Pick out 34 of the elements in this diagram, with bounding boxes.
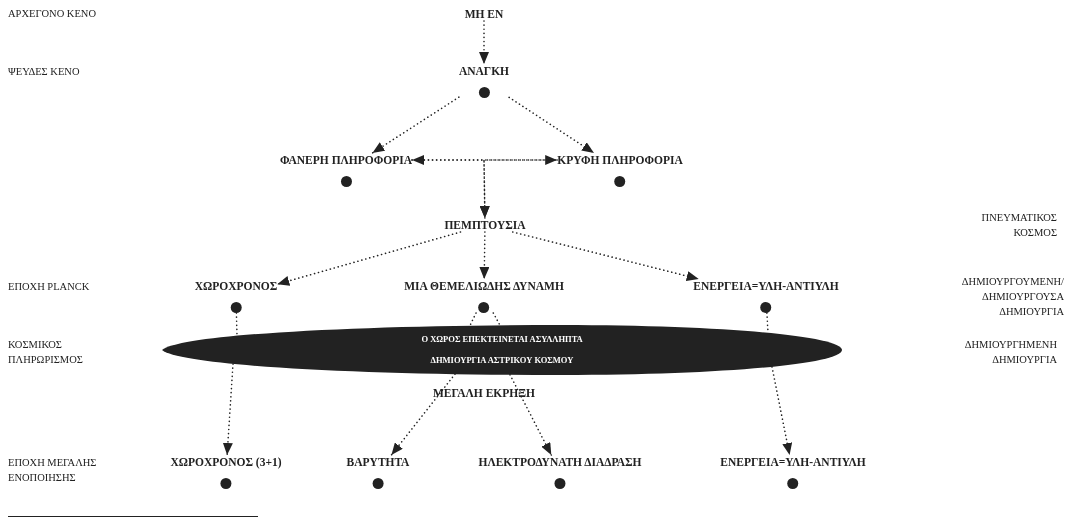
arrow xyxy=(276,231,462,286)
arrow xyxy=(479,20,489,65)
node-label: ΜΙΑ ΘΕΜΕΛΙΩΔΗΣ ΔΥΝΑΜΗ xyxy=(404,279,564,293)
level-label: ΕΠΟΧΗ PLANCK xyxy=(8,280,91,294)
arrow xyxy=(371,96,460,154)
ellipse-text: ΔΗΜΙΟΥΡΓΙΑ ΑΣΤΡΙΚΟΥ ΚΟΣΜΟΥ xyxy=(430,354,574,367)
level-label: ΚΟΣΜΙΚΟΣ ΠΛΗΡΩΡΙΣΜΟΣ xyxy=(8,338,84,367)
node-label: ΒΑΡΥΤΗΤΑ xyxy=(346,455,410,469)
node-label: ΧΩΡΟΧΡΟΝΟΣ (3+1) xyxy=(170,455,282,469)
arrow xyxy=(508,96,595,154)
node-label: ΕΝΕΡΓΕΙΑ=ΥΛΗ-ΑΝΤΙΥΛΗ xyxy=(720,455,866,469)
arrow xyxy=(479,159,558,219)
level-label: ΨΕΥΔΕΣ ΚΕΝΟ xyxy=(8,65,81,79)
arrow xyxy=(411,155,558,165)
node-label: ΚΡΥΦΗ ΠΛΗΡΟΦΟΡΙΑ xyxy=(557,153,683,167)
node-label: ΕΝΕΡΓΕΙΑ=ΥΛΗ-ΑΝΤΙΥΛΗ xyxy=(693,279,839,293)
arrow xyxy=(511,231,700,281)
level-label: ΕΠΟΧΗ ΜΕΓΑΛΗΣ ΕΝΟΠΟΙΗΣΗΣ xyxy=(8,456,98,485)
arrow xyxy=(771,366,793,456)
node-label: ΗΛΕΚΤΡΟΔΥΝΑΤΗ ΔΙΑΔΡΑΣΗ xyxy=(478,455,642,469)
arrow xyxy=(390,373,456,456)
node-label: ΜΗ ΕΝ xyxy=(464,7,504,21)
node-label: ΦΑΝΕΡΗ ΠΛΗΡΟΦΟΡΙΑ xyxy=(279,153,413,167)
arrow xyxy=(222,363,234,456)
ellipse-text: Ο ΧΩΡΟΣ ΕΠΕΚΤΕΙΝΕΤΑΙ ΑΣΥΛΛΗΠΤΑ xyxy=(421,333,583,346)
level-label: ΑΡΧΕΓΟΝΟ ΚΕΝΟ xyxy=(8,7,98,21)
arrow xyxy=(479,231,490,280)
level-label: ΔΗΜΙΟΥΡΓΟΥΜΕΝΗ/ ΔΗΜΙΟΥΡΓΟΥΣΑ ΔΗΜΙΟΥΡΓΙΑ xyxy=(960,275,1064,319)
node-label: ΑΝΑΓΚΗ xyxy=(458,64,510,78)
node-label: ΧΩΡΟΧΡΟΝΟΣ xyxy=(194,279,278,293)
level-label: ΠΝΕΥΜΑΤΙΚΟΣ ΚΟΣΜΟΣ xyxy=(980,211,1057,240)
node-caption: ΜΕΓΑΛΗ ΕΚΡΗΞΗ xyxy=(433,387,535,399)
level-label: ΔΗΜΙΟΥΡΓΗΜΕΝΗ ΔΗΜΙΟΥΡΓΙΑ xyxy=(963,338,1057,367)
node-label: ΠΕΜΠΤΟΥΣΙΑ xyxy=(444,218,526,232)
